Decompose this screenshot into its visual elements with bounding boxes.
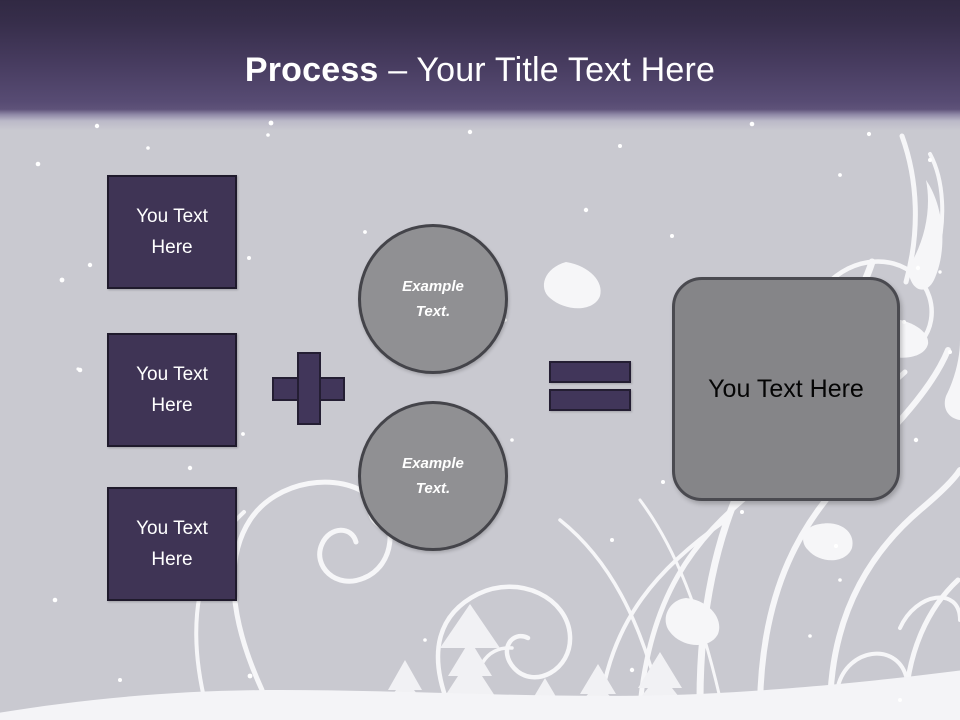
result-box[interactable]: You Text Here xyxy=(672,277,900,501)
example-circle-2[interactable]: Example Text. xyxy=(358,401,508,551)
plus-operator-icon xyxy=(272,352,345,425)
header-gradient-band xyxy=(0,0,960,130)
input-box-2[interactable]: You Text Here xyxy=(107,333,237,447)
slide-title-bold: Process xyxy=(244,51,379,89)
example-circle-1-label: Example Text. xyxy=(402,278,464,320)
input-box-1-label: You Text Here xyxy=(136,206,208,258)
equals-operator-icon xyxy=(549,361,631,411)
equals-bottom-bar xyxy=(549,389,631,411)
slide-title-rest: – Your Title Text Here xyxy=(378,51,716,89)
input-box-2-label: You Text Here xyxy=(136,364,208,416)
slide-title: Process – Your Title Text Here xyxy=(0,50,960,90)
plus-center-fill xyxy=(299,379,318,398)
example-circle-1[interactable]: Example Text. xyxy=(358,224,508,374)
input-box-1[interactable]: You Text Here xyxy=(107,175,237,289)
result-box-label: You Text Here xyxy=(708,374,864,403)
input-box-3-label: You Text Here xyxy=(136,518,208,570)
example-circle-2-label: Example Text. xyxy=(402,455,464,497)
input-box-3[interactable]: You Text Here xyxy=(107,487,237,601)
equals-top-bar xyxy=(549,361,631,383)
